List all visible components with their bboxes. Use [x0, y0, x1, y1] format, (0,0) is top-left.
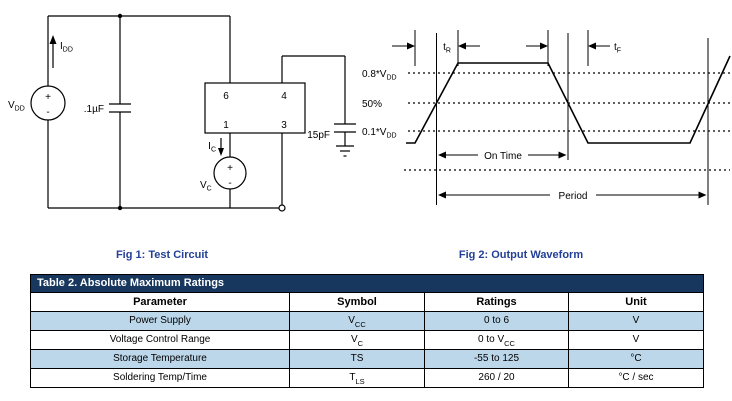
output-terminal	[278, 204, 286, 212]
vdd-source	[30, 85, 66, 121]
period-label: Period	[559, 191, 588, 202]
col-header-ratings: Ratings	[424, 293, 568, 311]
tf-ticks	[547, 30, 589, 66]
ratings-cell: 0 to 6	[424, 312, 568, 330]
table-header-row: Parameter Symbol Ratings Unit	[31, 292, 703, 311]
bypass-cap-label: .1µF	[84, 104, 104, 115]
load-cap-label: 15pF	[307, 130, 330, 141]
unit-cell: °C	[568, 350, 703, 368]
col-header-unit: Unit	[568, 293, 703, 311]
ic-label: IC	[208, 141, 216, 154]
tf-label: tF	[614, 42, 621, 55]
supply-wires	[47, 15, 279, 209]
level-low-label: 0.1*VDD	[362, 127, 397, 140]
load-capacitor	[334, 123, 356, 146]
measurement-markers	[436, 33, 709, 205]
symbol-cell: TS	[289, 350, 424, 368]
symbol-cell: TLS	[289, 369, 424, 387]
col-header-symbol: Symbol	[289, 293, 424, 311]
level-mid-label: 50%	[362, 99, 382, 110]
table-row: Storage Temperature TS -55 to 125 °C	[31, 349, 703, 368]
vc-label: VC	[200, 180, 212, 193]
unit-cell: °C / sec	[568, 369, 703, 387]
unit-cell: V	[568, 312, 703, 330]
vdd-plus-sign: +	[45, 92, 51, 103]
test-circuit-diagram: VDD IDD + - .1µF 6 4 1 3 IC VC + - 15pF	[8, 13, 356, 212]
bypass-capacitor	[109, 16, 131, 208]
vdd-minus-sign: -	[46, 107, 49, 118]
pin3-label: 3	[281, 120, 287, 131]
ontime-label: On Time	[484, 151, 522, 162]
fig2-caption: Fig 2: Output Waveform	[458, 249, 584, 261]
ratings-cell: -55 to 125	[424, 350, 568, 368]
symbol-cell: VCC	[289, 312, 424, 330]
tf-arrows	[526, 42, 610, 50]
abs-max-ratings-table: Table 2. Absolute Maximum Ratings Parame…	[30, 274, 704, 388]
vc-source	[213, 156, 247, 208]
junction-dots	[117, 13, 123, 211]
table-row: Voltage Control Range VC 0 to VCC V	[31, 330, 703, 349]
parameter-cell: Storage Temperature	[113, 353, 207, 364]
level-lines-dotted	[404, 72, 730, 171]
vc-plus-sign: +	[227, 163, 233, 174]
pin6-label: 6	[223, 91, 229, 102]
output-waveform-diagram: 0.8*VDD 50% 0.1*VDD tR tF On Time Period	[362, 30, 731, 205]
ontime-arrow	[438, 151, 567, 159]
idd-label: IDD	[60, 41, 73, 54]
level-high-label: 0.8*VDD	[362, 69, 397, 82]
fig1-test-circuit: VDD IDD + - .1µF 6 4 1 3 IC VC + - 15pF …	[0, 8, 360, 261]
dut-box	[204, 16, 346, 205]
fig2-output-waveform: 0.8*VDD 50% 0.1*VDD tR tF On Time Period…	[360, 8, 732, 261]
table-row: Power Supply VCC 0 to 6 V	[31, 311, 703, 330]
table-title: Table 2. Absolute Maximum Ratings	[31, 275, 703, 292]
parameter-cell: Soldering Temp/Time	[113, 372, 207, 383]
vc-minus-sign: -	[228, 178, 231, 189]
ic-current-arrow	[218, 138, 224, 156]
ground-icon	[336, 145, 354, 157]
parameter-cell: Power Supply	[129, 315, 191, 326]
vdd-label: VDD	[8, 100, 25, 113]
period-arrow	[438, 191, 707, 199]
col-header-parameter: Parameter	[133, 296, 187, 308]
ratings-cell: 260 / 20	[424, 369, 568, 387]
idd-current-arrow	[49, 35, 57, 68]
pin4-label: 4	[281, 91, 287, 102]
ratings-cell: 0 to VCC	[424, 331, 568, 349]
tr-arrows	[392, 42, 480, 50]
parameter-cell: Voltage Control Range	[109, 334, 211, 345]
figures-row: VDD IDD + - .1µF 6 4 1 3 IC VC + - 15pF …	[0, 8, 732, 261]
unit-cell: V	[568, 331, 703, 349]
symbol-cell: VC	[289, 331, 424, 349]
tr-label: tR	[443, 42, 451, 55]
fig1-caption: Fig 1: Test Circuit	[115, 249, 209, 261]
pin1-label: 1	[223, 120, 229, 131]
tr-ticks	[414, 30, 459, 66]
table-row: Soldering Temp/Time TLS 260 / 20 °C / se…	[31, 368, 703, 387]
